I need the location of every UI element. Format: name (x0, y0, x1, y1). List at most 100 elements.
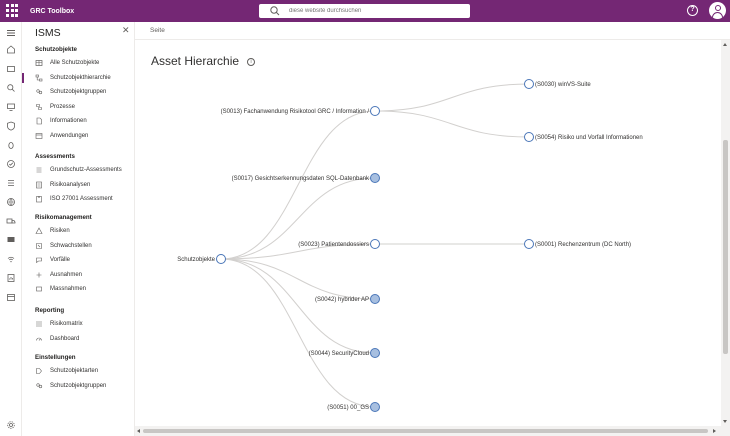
close-icon[interactable]: ✕ (122, 25, 130, 35)
tree-link (220, 258, 376, 408)
tree-link (220, 258, 376, 300)
tree-link (220, 243, 376, 260)
app-title[interactable]: GRC Toolbox (30, 7, 75, 15)
nav-item-label: Dashboard (50, 335, 80, 342)
nav-item-schutzobjektgruppen[interactable]: Schutzobjektgruppen (35, 380, 134, 392)
scroll-left-arrow-icon[interactable] (137, 428, 140, 433)
nav-item-grundschutz-assessments[interactable]: Grundschutz-Assessments (35, 164, 134, 176)
tree-node-label[interactable]: (S0030) winVS-Suite (535, 82, 591, 88)
scroll-right-arrow-icon[interactable] (713, 428, 716, 433)
globe-icon[interactable] (6, 197, 16, 207)
tree-link (220, 110, 376, 260)
chart-doc-icon[interactable] (6, 273, 16, 283)
tree-node-label[interactable]: (S0051) 00_GS (327, 405, 369, 411)
group-icon (35, 382, 43, 390)
monitor-icon[interactable] (6, 102, 16, 112)
page-title: Asset Hierarchie (151, 54, 240, 68)
horizontal-scrollbar[interactable] (135, 426, 730, 436)
tree-node-label[interactable]: (S0042) hybrider AP (315, 297, 369, 303)
tree-node[interactable] (370, 402, 380, 412)
nav-item-vorf-lle[interactable]: Vorfälle (35, 254, 134, 266)
check-circle-icon[interactable] (6, 159, 16, 169)
nav-item-alle-schutzobjekte[interactable]: Alle Schutzobjekte (35, 57, 134, 69)
breadcrumb-item[interactable]: Seite (150, 27, 165, 34)
nav-item-label: Informationen (50, 118, 87, 124)
settings-gear-icon[interactable] (6, 420, 16, 430)
nav-item-label: Vorfälle (50, 257, 71, 263)
scroll-up-arrow-icon[interactable] (723, 43, 727, 46)
nav-item-schwachstellen[interactable]: Schwachstellen (35, 240, 134, 252)
nav-item-label: Ausnahmen (50, 271, 83, 278)
search-box[interactable] (259, 4, 470, 18)
weakness-icon (35, 242, 43, 250)
list-icon[interactable] (6, 178, 16, 188)
nav-item-iso-27001-assessment[interactable]: ISO 27001 Assessment (35, 193, 134, 205)
icon-rail (0, 22, 22, 436)
search-icon (270, 6, 280, 16)
vertical-scrollbar[interactable] (721, 40, 730, 426)
tree-node-label[interactable]: (S0017) Gesichtserkennungsdaten SQL-Date… (232, 176, 370, 182)
nav-item-risikoanalysen[interactable]: Risikoanalysen (35, 179, 134, 191)
nav-item-schutzobjektarten[interactable]: Schutzobjektarten (35, 365, 134, 377)
nav-item-label: Risiken (50, 228, 70, 234)
nav-item-anwendungen[interactable]: Anwendungen (35, 130, 134, 142)
document-icon (35, 117, 43, 125)
nav-item-dashboard[interactable]: Dashboard (35, 333, 134, 345)
hamburger-menu-icon[interactable] (6, 28, 16, 38)
tree-node-label[interactable]: Schutzobjekte (177, 257, 215, 263)
inbox-icon[interactable] (6, 64, 16, 74)
tree-node[interactable] (370, 348, 380, 358)
nav-item-ausnahmen[interactable]: Ausnahmen (35, 269, 134, 281)
wifi-icon[interactable] (6, 254, 16, 264)
help-icon[interactable]: ? (687, 5, 698, 16)
tree-node[interactable] (370, 239, 380, 249)
tree-node[interactable] (370, 294, 380, 304)
nav-item-informationen[interactable]: Informationen (35, 115, 134, 127)
analysis-icon (35, 181, 43, 189)
tree-node[interactable] (370, 106, 380, 116)
search-rail-icon[interactable] (6, 83, 16, 93)
tree-leaf-node[interactable] (524, 79, 534, 89)
nav-item-label: Massnahmen (50, 286, 87, 292)
nav-item-schutzobjekthierarchie[interactable]: Schutzobjekthierarchie (22, 72, 134, 84)
nav-item-label: Schutzobjektgruppen (50, 382, 107, 389)
tree-node-label[interactable]: (S0013) Fachanwendung Risikotool GRC / I… (221, 109, 370, 115)
matrix-icon (35, 320, 43, 328)
user-avatar[interactable] (709, 2, 726, 19)
truck-icon[interactable] (6, 216, 16, 226)
info-icon[interactable]: i (247, 58, 255, 66)
nav-item-risikomatrix[interactable]: Risikomatrix (35, 318, 134, 330)
search-input[interactable] (289, 8, 459, 14)
tree-link (374, 83, 530, 112)
table-icon (35, 59, 43, 67)
chat-icon[interactable] (6, 235, 16, 245)
nav-item-prozesse[interactable]: Prozesse (35, 101, 134, 113)
tree-root-node[interactable] (216, 254, 226, 264)
tree-node-label[interactable]: (S0054) Risiko und Vorfall Informationen (535, 135, 643, 141)
nav-item-schutzobjektgruppen[interactable]: Schutzobjektgruppen (35, 86, 134, 98)
app-launcher-icon[interactable] (6, 4, 20, 18)
horizontal-scroll-thumb[interactable] (143, 429, 708, 433)
main-content: Asset Hierarchie i Schutzobjekte (S0013) … (135, 40, 721, 426)
nav-item-label: Risikoanalysen (50, 181, 91, 188)
checklist-icon (35, 166, 43, 174)
tree-leaf-node[interactable] (524, 132, 534, 142)
tree-node[interactable] (370, 173, 380, 183)
nav-item-label: Risikomatrix (50, 321, 83, 327)
nav-item-massnahmen[interactable]: Massnahmen (35, 283, 134, 295)
tree-node-label[interactable]: (S0023) Patientendossiers (298, 242, 369, 248)
bug-icon[interactable] (6, 140, 16, 150)
vertical-scroll-thumb[interactable] (723, 140, 728, 354)
tree-node-label[interactable]: (S0001) Rechenzentrum (DC North) (535, 242, 631, 248)
tree-leaf-node[interactable] (524, 239, 534, 249)
box-icon[interactable] (6, 292, 16, 302)
nav-item-risiken[interactable]: Risiken (35, 225, 134, 237)
nav-section-heading: Reporting (35, 307, 65, 314)
tree-node-label[interactable]: (S0044) SecurityCloud (309, 351, 369, 357)
shield-icon[interactable] (6, 121, 16, 131)
top-bar: GRC Toolbox ? (0, 0, 730, 22)
scroll-down-arrow-icon[interactable] (723, 420, 727, 423)
home-icon[interactable] (6, 44, 16, 54)
nav-title: ISMS (35, 27, 61, 39)
